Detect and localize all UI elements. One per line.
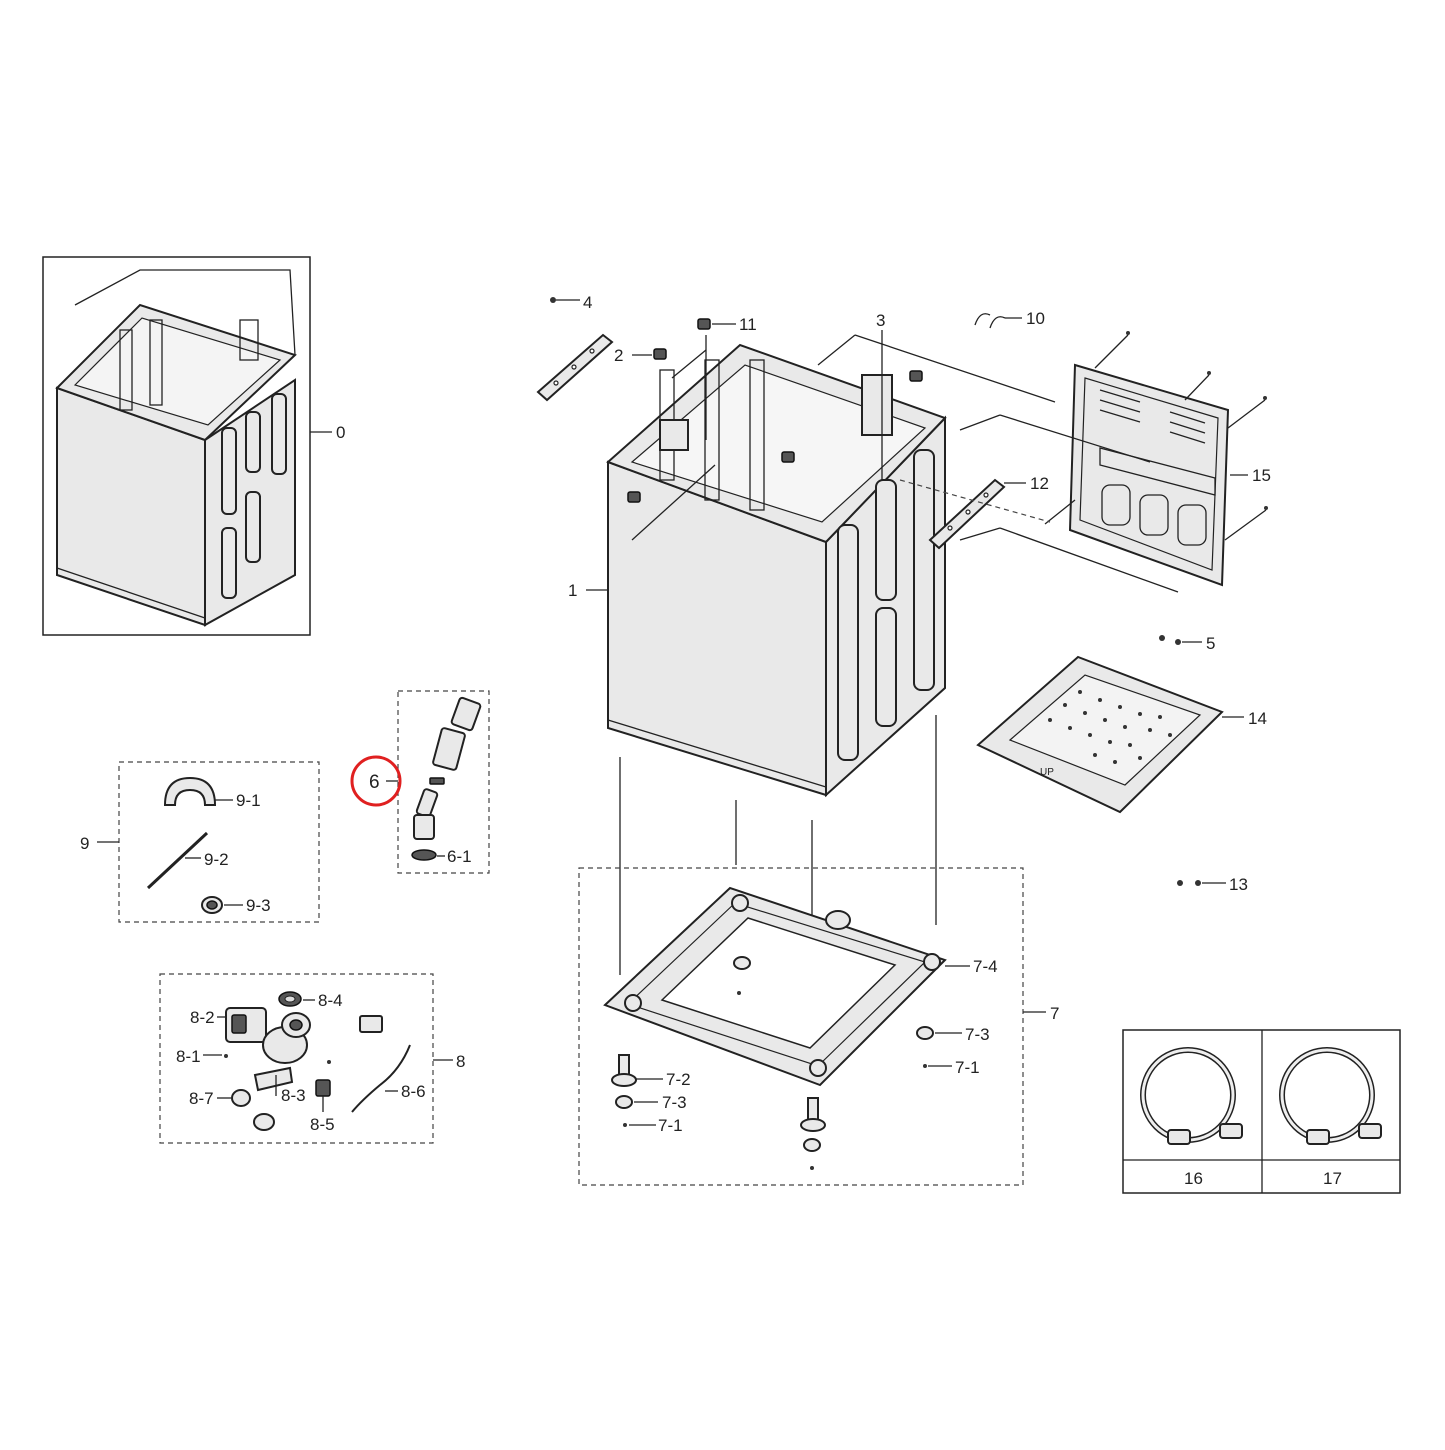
up-mark: UP bbox=[1040, 767, 1054, 778]
callout-7-1-right: 7-1 bbox=[955, 1058, 980, 1077]
part-7-4-base-frame[interactable] bbox=[603, 886, 947, 1087]
callout-1: 1 bbox=[568, 581, 577, 600]
callout-12: 12 bbox=[1030, 474, 1049, 493]
callout-10: 10 bbox=[1026, 309, 1045, 328]
callout-9-3: 9-3 bbox=[246, 896, 271, 915]
callout-8-5: 8-5 bbox=[310, 1115, 335, 1134]
part-8-4-ring[interactable] bbox=[278, 991, 302, 1007]
callout-7-3-left: 7-3 bbox=[662, 1093, 687, 1112]
part-5-screws[interactable] bbox=[1159, 635, 1181, 645]
callout-6: 6 bbox=[369, 772, 380, 793]
part-16-inlet-hose[interactable] bbox=[1140, 1047, 1243, 1145]
part-9-1-hose-guide[interactable] bbox=[163, 776, 217, 806]
part-8-5-connector[interactable] bbox=[315, 1060, 331, 1097]
callout-6-highlight[interactable]: 6 bbox=[350, 755, 402, 807]
hose-table bbox=[1122, 1029, 1401, 1194]
part-6-hose-assembly[interactable] bbox=[415, 696, 482, 818]
part-9-2-tie[interactable] bbox=[146, 831, 209, 890]
part-6-1-elbow[interactable] bbox=[411, 814, 437, 861]
part-8-7-filter-cap[interactable] bbox=[231, 1089, 275, 1131]
callout-8-6: 8-6 bbox=[401, 1082, 426, 1101]
callout-8: 8 bbox=[456, 1052, 465, 1071]
part-7-1-screw[interactable] bbox=[623, 991, 927, 1170]
callout-8-2: 8-2 bbox=[190, 1008, 215, 1027]
part-4-screw[interactable] bbox=[550, 297, 556, 303]
callout-8-3: 8-3 bbox=[281, 1086, 306, 1105]
callout-2: 2 bbox=[614, 346, 623, 365]
part-14-bottom-cover[interactable]: UP bbox=[976, 655, 1224, 814]
callout-6-1: 6-1 bbox=[447, 847, 472, 866]
part-7-3-foot-pad[interactable] bbox=[615, 956, 934, 1152]
group-7-box bbox=[578, 867, 1024, 1186]
callout-8-4: 8-4 bbox=[318, 991, 343, 1010]
callout-11: 11 bbox=[739, 315, 757, 334]
part-10-hinge-pins[interactable] bbox=[974, 313, 1006, 329]
part-1-main-cabinet[interactable] bbox=[606, 343, 947, 798]
callout-4: 4 bbox=[583, 293, 592, 312]
callout-7-1-left: 7-1 bbox=[658, 1116, 683, 1135]
part-4-top-bracket[interactable] bbox=[536, 333, 614, 402]
group-9-box bbox=[118, 761, 320, 923]
part-3-clip[interactable] bbox=[909, 370, 923, 382]
part-15-back-panel[interactable] bbox=[1068, 363, 1230, 587]
callout-7-2: 7-2 bbox=[666, 1070, 691, 1089]
callout-7-3-right: 7-3 bbox=[965, 1025, 990, 1044]
callout-8-7: 8-7 bbox=[189, 1089, 214, 1108]
part-8-1-screw[interactable] bbox=[224, 1054, 228, 1058]
part-8-3-pump-housing[interactable] bbox=[253, 1012, 311, 1092]
group-6-box bbox=[397, 690, 490, 874]
part-0-cabinet-assembly[interactable] bbox=[42, 256, 311, 636]
group-8-box bbox=[159, 973, 434, 1144]
part-8-2-pump-motor[interactable] bbox=[225, 1007, 267, 1043]
part-13-screws[interactable] bbox=[1177, 880, 1201, 886]
callout-9-2: 9-2 bbox=[204, 850, 229, 869]
callout-16: 16 bbox=[1184, 1169, 1203, 1188]
callout-9-1: 9-1 bbox=[236, 791, 261, 810]
highlight-circle bbox=[350, 755, 402, 807]
callout-8-1: 8-1 bbox=[176, 1047, 201, 1066]
part-17-inlet-hose[interactable] bbox=[1279, 1047, 1382, 1145]
callout-7-4: 7-4 bbox=[973, 957, 998, 976]
callout-9: 9 bbox=[80, 834, 89, 853]
callout-15: 15 bbox=[1252, 466, 1271, 485]
part-9-3-cap[interactable] bbox=[201, 896, 223, 914]
callout-7: 7 bbox=[1050, 1004, 1059, 1023]
callout-13: 13 bbox=[1229, 875, 1248, 894]
callout-3: 3 bbox=[876, 311, 885, 330]
part-15-screws[interactable] bbox=[1094, 331, 1268, 541]
callout-0: 0 bbox=[336, 423, 345, 442]
part-7-2-leveling-leg[interactable] bbox=[611, 1054, 826, 1132]
part-2-clip[interactable] bbox=[627, 348, 795, 503]
part-11-clip[interactable] bbox=[697, 318, 711, 330]
part-8-6-wire-harness[interactable] bbox=[351, 1015, 411, 1113]
callout-17: 17 bbox=[1323, 1169, 1342, 1188]
callout-14: 14 bbox=[1248, 709, 1267, 728]
callout-5: 5 bbox=[1206, 634, 1215, 653]
